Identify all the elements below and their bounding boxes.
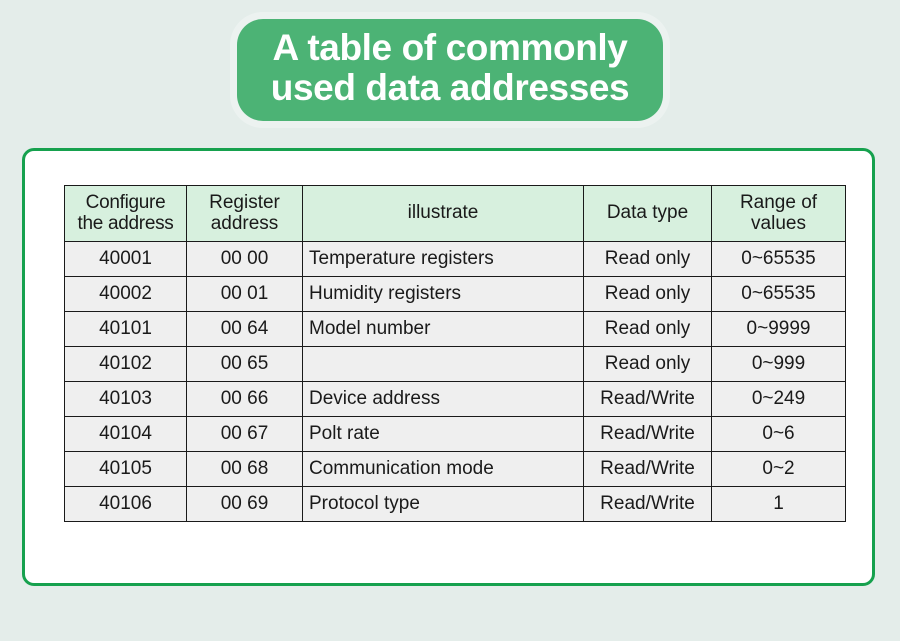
column-header-configure-address-line2: the address bbox=[77, 212, 174, 234]
cell-illustrate: Model number bbox=[302, 311, 584, 347]
cell-data-type: Read/Write bbox=[583, 451, 712, 487]
cell-configure-address: 40104 bbox=[64, 416, 187, 452]
cell-register-address: 00 66 bbox=[186, 381, 303, 417]
cell-data-type: Read only bbox=[583, 311, 712, 347]
cell-configure-address: 40103 bbox=[64, 381, 187, 417]
cell-configure-address: 40001 bbox=[64, 241, 187, 277]
cell-data-type: Read only bbox=[583, 241, 712, 277]
table-header: Configure the address Register address i… bbox=[64, 185, 846, 242]
cell-data-type: Read/Write bbox=[583, 381, 712, 417]
title-line-1: A table of commonly bbox=[272, 27, 628, 69]
cell-configure-address: 40106 bbox=[64, 486, 187, 522]
cell-range-of-values: 0~65535 bbox=[711, 241, 846, 277]
column-header-range-of-values-line2: values bbox=[751, 212, 806, 234]
cell-illustrate: Temperature registers bbox=[302, 241, 584, 277]
cell-range-of-values: 0~2 bbox=[711, 451, 846, 487]
column-header-range-of-values-line1: Range of bbox=[739, 191, 818, 213]
cell-register-address: 00 69 bbox=[186, 486, 303, 522]
cell-illustrate: Protocol type bbox=[302, 486, 584, 522]
table-header-row: Configure the address Register address i… bbox=[64, 185, 846, 242]
cell-configure-address: 40105 bbox=[64, 451, 187, 487]
column-header-configure-address-line1: Configure bbox=[85, 191, 166, 213]
column-header-range-of-values: Range of values bbox=[711, 185, 846, 242]
cell-range-of-values: 0~999 bbox=[711, 346, 846, 382]
column-header-data-type: Data type bbox=[583, 185, 712, 242]
address-table: Configure the address Register address i… bbox=[64, 185, 846, 522]
column-header-register-address-line2: address bbox=[210, 212, 279, 234]
title-line-2: used data addresses bbox=[270, 67, 630, 108]
cell-register-address: 00 64 bbox=[186, 311, 303, 347]
cell-configure-address: 40002 bbox=[64, 276, 187, 312]
cell-illustrate: Humidity registers bbox=[302, 276, 584, 312]
cell-register-address: 00 65 bbox=[186, 346, 303, 382]
cell-range-of-values: 0~9999 bbox=[711, 311, 846, 347]
cell-register-address: 00 01 bbox=[186, 276, 303, 312]
cell-range-of-values: 1 bbox=[711, 486, 846, 522]
cell-data-type: Read/Write bbox=[583, 416, 712, 452]
title-section: A table of commonly used data addresses bbox=[0, 0, 900, 140]
address-table-container: Configure the address Register address i… bbox=[64, 185, 846, 522]
cell-range-of-values: 0~6 bbox=[711, 416, 846, 452]
cell-illustrate: Device address bbox=[302, 381, 584, 417]
cell-data-type: Read only bbox=[583, 276, 712, 312]
column-header-register-address: Register address bbox=[186, 185, 303, 242]
cell-data-type: Read/Write bbox=[583, 486, 712, 522]
cell-data-type: Read only bbox=[583, 346, 712, 382]
cell-range-of-values: 0~249 bbox=[711, 381, 846, 417]
cell-configure-address: 40101 bbox=[64, 311, 187, 347]
column-header-configure-address: Configure the address bbox=[64, 185, 187, 242]
cell-illustrate bbox=[302, 346, 584, 382]
title-banner: A table of commonly used data addresses bbox=[236, 19, 664, 121]
cell-configure-address: 40102 bbox=[64, 346, 187, 382]
cell-illustrate: Polt rate bbox=[302, 416, 584, 452]
column-header-register-address-line1: Register bbox=[209, 191, 280, 213]
cell-illustrate: Communication mode bbox=[302, 451, 584, 487]
cell-register-address: 00 67 bbox=[186, 416, 303, 452]
cell-register-address: 00 68 bbox=[186, 451, 303, 487]
column-header-illustrate: illustrate bbox=[302, 185, 584, 242]
cell-register-address: 00 00 bbox=[186, 241, 303, 277]
cell-range-of-values: 0~65535 bbox=[711, 276, 846, 312]
